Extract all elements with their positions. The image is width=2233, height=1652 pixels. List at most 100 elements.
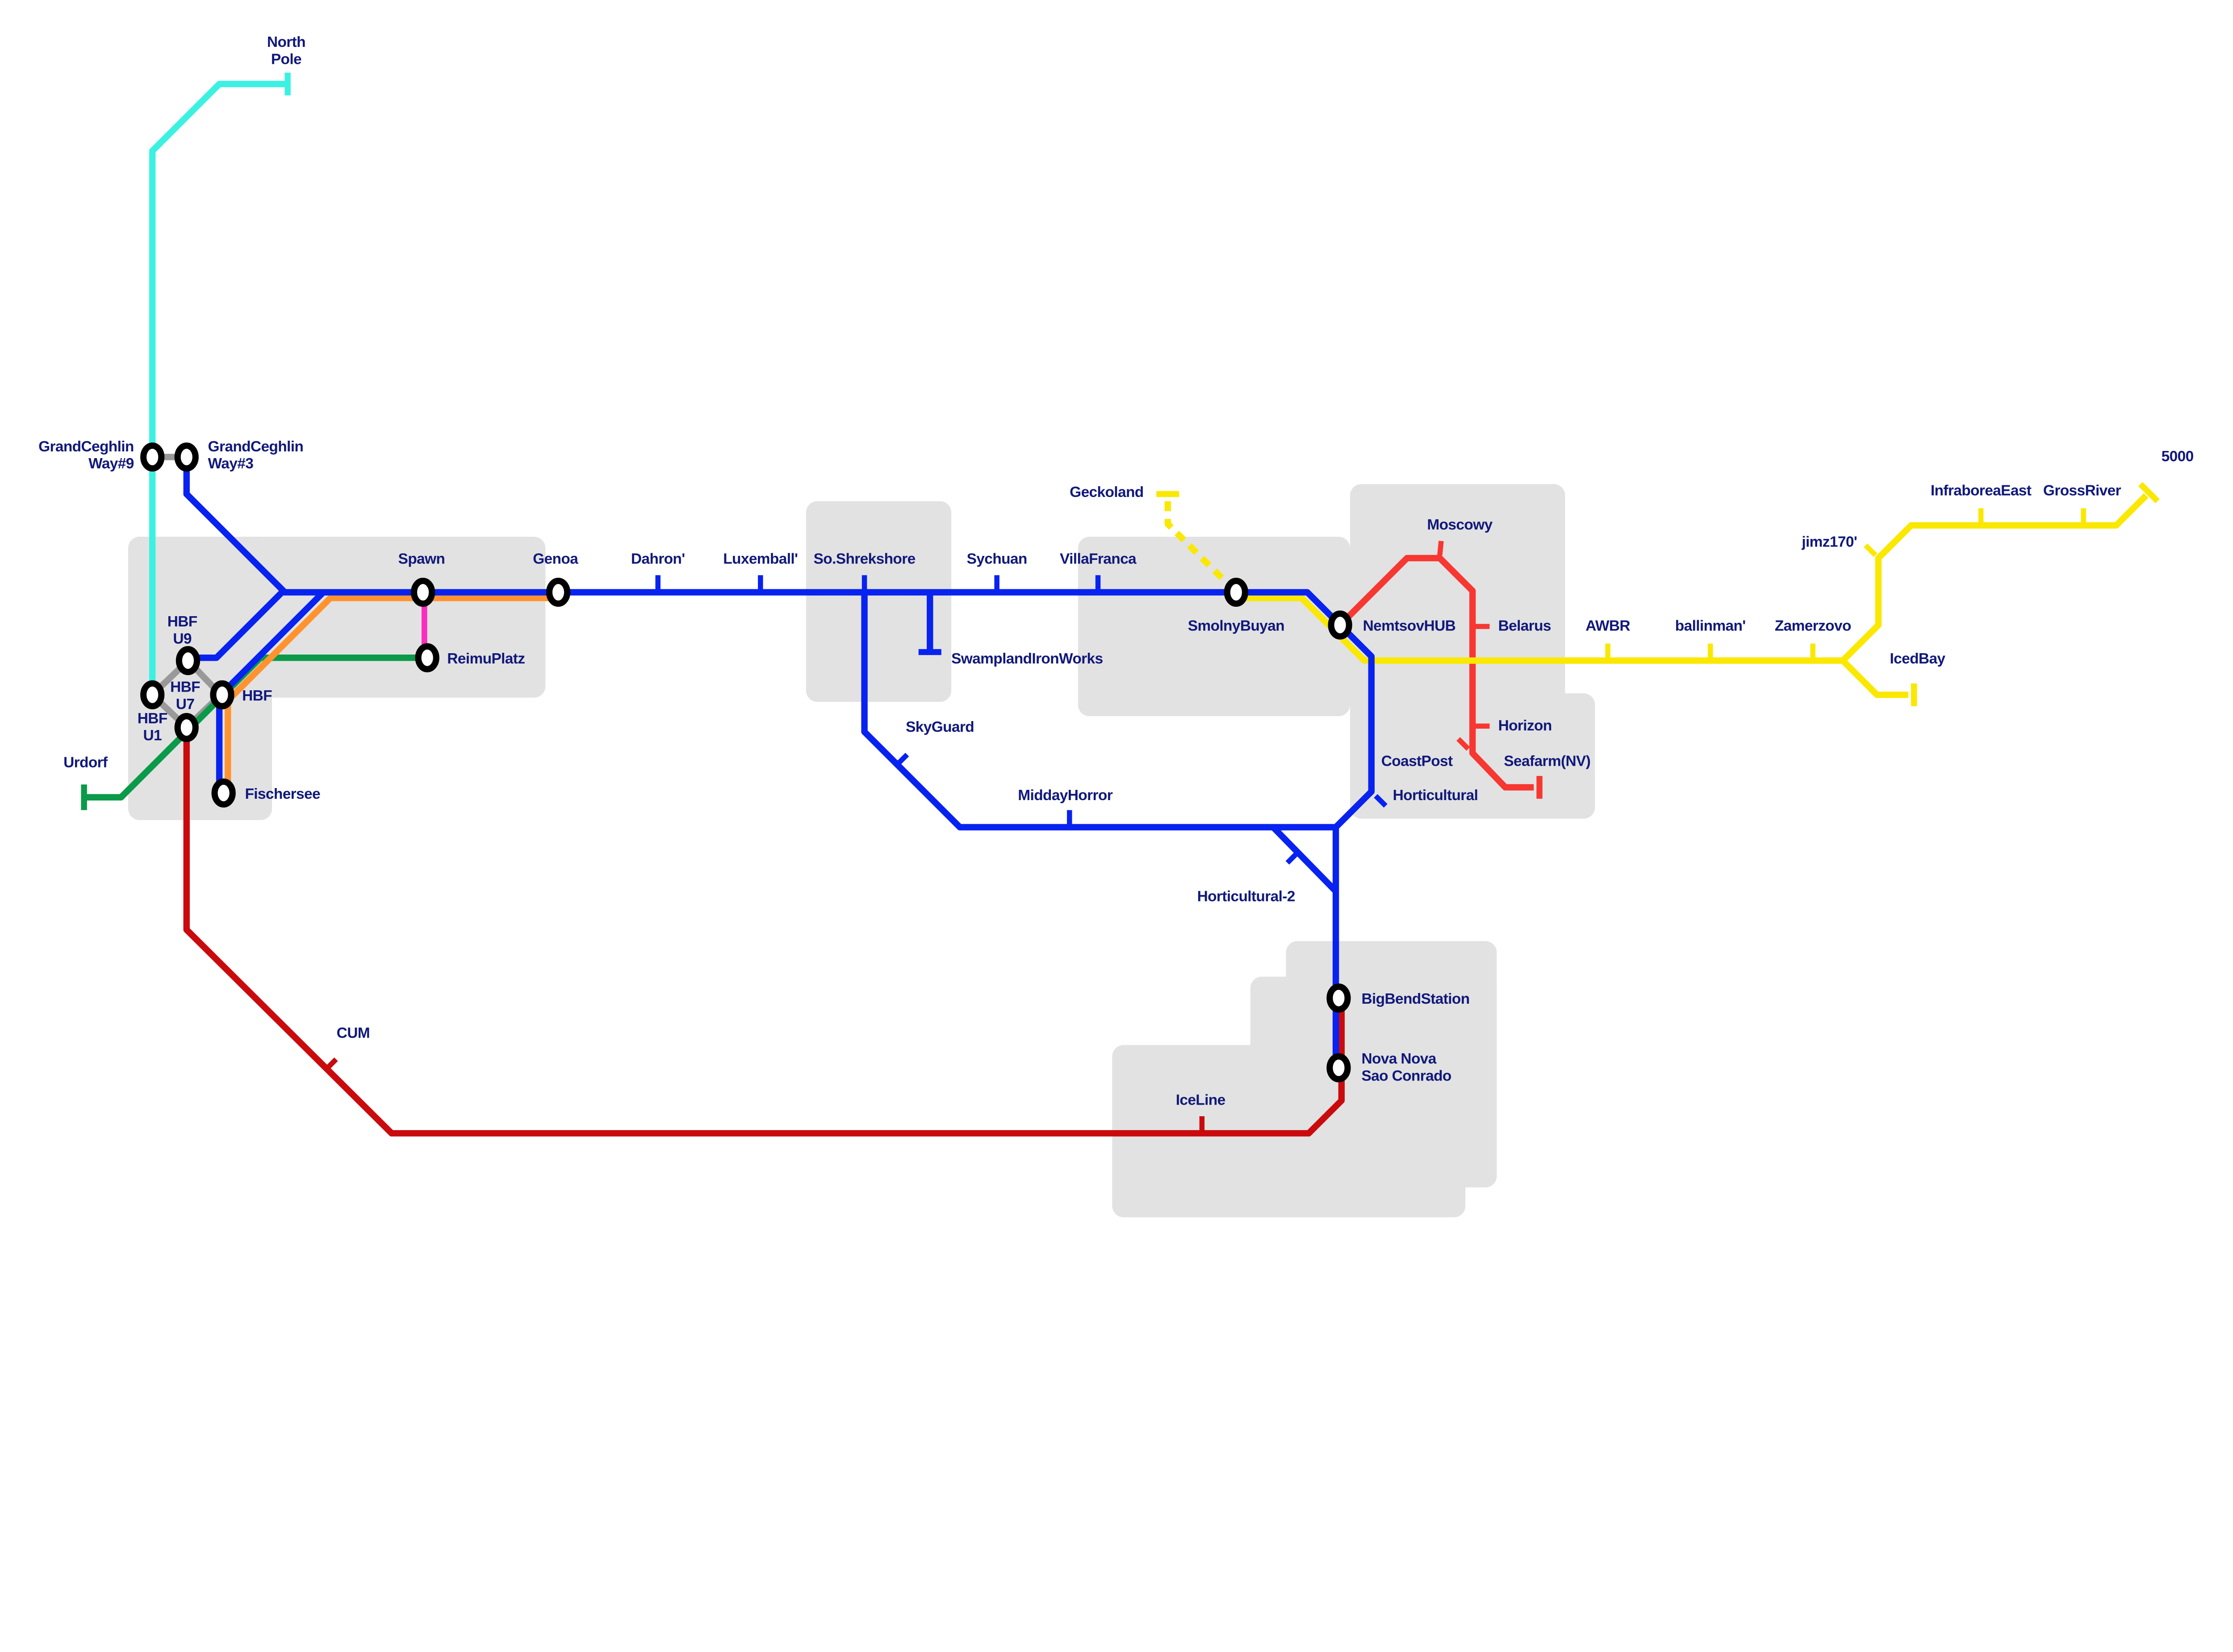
fare-zone (806, 501, 952, 702)
station-jimz170-tick-marker[interactable] (1864, 543, 1878, 557)
station-grandceghlin-way3-label-line: Way#3 (208, 455, 254, 472)
station-grandceghlin-way9-label-line: Way#9 (88, 455, 134, 472)
station-hbf-u7-label-line: U7 (176, 696, 195, 713)
line-blue-line (861, 592, 1339, 830)
station-cum-label-line: CUM (337, 1025, 370, 1042)
line-blue-line (1271, 825, 1338, 894)
station-genoa-label: Genoa (533, 551, 578, 567)
station-belarus-label-line: Belarus (1498, 618, 1551, 634)
station-spawn-marker[interactable] (410, 577, 435, 607)
station-grossriver-label: GrossRiver (2043, 483, 2121, 499)
station-jimz170-label-line: jimz170' (1801, 534, 1857, 550)
station-luxemball-label-line: Luxemball' (723, 551, 798, 567)
station-coastpost-label: CoastPost (1381, 753, 1453, 770)
station-cum-tick-marker[interactable] (324, 1057, 338, 1071)
station-smolnybuyan-marker[interactable] (1224, 577, 1248, 607)
station-hbf-marker[interactable] (210, 680, 234, 709)
station-swampland-iron-works-label-line: SwamplandIronWorks (951, 651, 1103, 667)
station-zamerzovo-label-line: Zamerzovo (1775, 618, 1851, 634)
station-north-pole-label-line: North (267, 34, 305, 50)
line-blue-line (283, 589, 1375, 1069)
station-nova-nova-sao-conrado-label-line: Nova Nova (1361, 1051, 1436, 1067)
station-skyguard-label-line: SkyGuard (906, 719, 974, 735)
station-moscowy-label-line: Moscowy (1427, 517, 1493, 533)
fare-zone (1287, 693, 1350, 715)
fare-zone (1078, 537, 1350, 716)
station-reimuplatz-label-line: ReimuPlatz (447, 651, 525, 667)
line-red-north-line (1338, 555, 1534, 791)
station-geckoland-label: Geckoland (1070, 484, 1143, 501)
station-bigbendstation-label-line: BigBendStation (1361, 991, 1469, 1007)
station-hbf-u1-label-line: U1 (143, 727, 162, 744)
station-moscowy-tick-marker[interactable] (1437, 541, 1444, 556)
line-yellow-geckoland-branch (1164, 501, 1236, 592)
station-horizon-label-line: Horizon (1498, 718, 1552, 734)
station-luxemball-label: Luxemball' (723, 551, 798, 567)
station-horticultural-label: Horticultural (1393, 787, 1478, 804)
station-horticultural-label-line: Horticultural (1393, 787, 1478, 804)
station-villafranca-label: VillaFranca (1060, 551, 1137, 567)
line-red-south-line (183, 730, 1345, 1137)
station-cum-label: CUM (337, 1025, 370, 1042)
station-grandceghlin-way3-label-line: GrandCeghlin (208, 438, 304, 455)
line-orange-line (225, 595, 559, 795)
station-horticultural-tick-marker[interactable] (1374, 794, 1388, 808)
station-horticultural-2-tick-marker[interactable] (1285, 851, 1300, 865)
station-smolnybuyan-label: SmolnyBuyan (1188, 618, 1284, 634)
station-ballinman-label-line: ballinman' (1675, 618, 1746, 634)
station-grandceghlin-way9-marker[interactable] (140, 442, 165, 472)
station-geckoland-label-line: Geckoland (1070, 484, 1143, 501)
station-icedbay-label: IcedBay (1890, 651, 1945, 667)
station-swampland-iron-works-label: SwamplandIronWorks (951, 651, 1103, 667)
station-awbr-label: AWBR (1585, 618, 1630, 634)
station-nemtsovhub-label: NemtsovHUB (1363, 618, 1456, 634)
station-hbf-label-line: HBF (242, 688, 272, 704)
station-nova-nova-sao-conrado-label-line: Sao Conrado (1361, 1068, 1451, 1084)
station-icedbay-label-line: IcedBay (1890, 651, 1945, 667)
station-spawn-label: Spawn (398, 551, 445, 567)
station-genoa-marker[interactable] (546, 577, 571, 607)
station-bigbendstation-label: BigBendStation (1361, 991, 1469, 1007)
station-bigbendstation-marker[interactable] (1326, 983, 1351, 1013)
station-middayhorror-label: MiddayHorror (1018, 787, 1112, 804)
station-ballinman-label: ballinman' (1675, 618, 1746, 634)
station-coastpost-label-line: CoastPost (1381, 753, 1453, 770)
station-reimuplatz-marker[interactable] (415, 643, 439, 672)
station-infraborea-east-label: InfraboreaEast (1931, 483, 2032, 499)
station-nemtsovhub-marker[interactable] (1328, 610, 1352, 640)
station-horticultural-2-label: Horticultural-2 (1197, 888, 1295, 905)
station-hbf-u9-label-line: HBF (167, 613, 197, 630)
station-nemtsovhub-label-line: NemtsovHUB (1363, 618, 1456, 634)
station-jimz170-label: jimz170' (1801, 534, 1857, 550)
station-hbf-u7-marker[interactable] (140, 680, 165, 709)
station-nova-nova-sao-conrado-marker[interactable] (1326, 1053, 1351, 1083)
station-north-pole-label-line: Pole (271, 51, 301, 67)
station-coastpost-tick-marker[interactable] (1456, 737, 1470, 751)
station-hbf-u1-marker[interactable] (174, 713, 199, 742)
station-villafranca-label-line: VillaFranca (1060, 551, 1137, 567)
station-hbf-u7-label-line: HBF (170, 679, 200, 696)
station-awbr-label-line: AWBR (1585, 618, 1630, 634)
station-seafarm-nv-label: Seafarm(NV) (1504, 753, 1590, 770)
station-skyguard-tick-marker[interactable] (895, 752, 909, 767)
station-hbf-u1-label-line: HBF (138, 710, 167, 727)
station-belarus-label: Belarus (1498, 618, 1551, 634)
station-hbf-u9-marker[interactable] (176, 646, 201, 676)
station-sychuan-label: Sychuan (967, 551, 1027, 567)
station-fischersee-label: Fischersee (245, 786, 320, 802)
line-yellow-line (1840, 658, 1908, 698)
station-dahron-label-line: Dahron' (631, 551, 685, 567)
station-grandceghlin-way3-marker[interactable] (174, 442, 199, 472)
fare-zone (128, 537, 272, 820)
station-skyguard-label: SkyGuard (906, 719, 974, 735)
station-smolnybuyan-label-line: SmolnyBuyan (1188, 618, 1284, 634)
station-fischersee-marker[interactable] (211, 778, 236, 808)
station-hbf-label: HBF (242, 688, 272, 704)
station-urdorf-label-line: Urdorf (63, 755, 108, 771)
